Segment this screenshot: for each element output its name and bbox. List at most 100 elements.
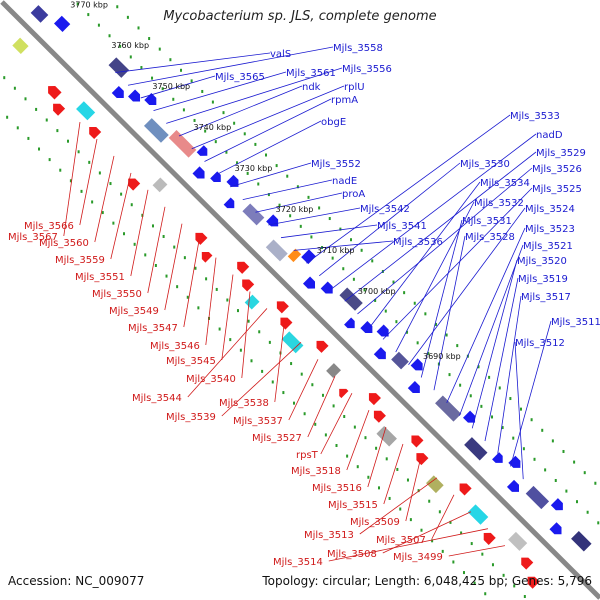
reverse-label-leader xyxy=(307,376,336,438)
forward-gene-block xyxy=(571,531,592,552)
forward-gene-label: rpmA xyxy=(331,95,358,106)
track-dot xyxy=(417,489,420,493)
forward-gene-label: Mjls_3552 xyxy=(311,159,361,170)
reverse-label-leader xyxy=(221,274,234,361)
forward-gene-label: Mjls_3532 xyxy=(474,198,524,209)
forward-gene-arrow xyxy=(302,276,316,289)
track-dot xyxy=(583,471,586,475)
forward-label-leader xyxy=(331,133,537,289)
track-dot xyxy=(533,457,536,461)
track-dot xyxy=(424,312,427,316)
track-dot xyxy=(501,426,504,430)
track-dot xyxy=(456,344,459,348)
track-dot xyxy=(300,372,303,376)
track-dot xyxy=(413,301,416,305)
forward-label-leader xyxy=(242,179,333,200)
reverse-gene-block xyxy=(426,475,444,494)
track-dot xyxy=(416,341,419,345)
track-dot xyxy=(384,309,387,313)
reverse-gene-arrow xyxy=(527,576,540,589)
track-dot xyxy=(154,263,157,267)
track-dot xyxy=(183,256,186,260)
forward-gene-block xyxy=(391,351,409,370)
forward-label-leader xyxy=(280,224,378,239)
track-dot xyxy=(396,467,399,471)
reverse-gene-block xyxy=(12,37,29,54)
track-dot xyxy=(16,126,19,130)
forward-gene-arrow xyxy=(463,410,476,423)
reverse-label-leader xyxy=(382,511,472,554)
forward-gene-block xyxy=(143,118,169,143)
reverse-gene-label: Mjls_3546 xyxy=(150,341,200,352)
forward-gene-arrow xyxy=(128,89,141,102)
kbp-tick-label: 3760 kbp xyxy=(111,41,149,50)
track-dot xyxy=(311,383,314,387)
reverse-gene-block xyxy=(281,331,304,354)
track-dot xyxy=(473,581,476,585)
forward-gene-label: valS xyxy=(270,49,291,60)
track-dot xyxy=(214,140,217,144)
track-dot xyxy=(233,121,236,125)
reverse-label-leader xyxy=(187,308,268,398)
forward-gene-arrow xyxy=(192,166,205,179)
track-dot xyxy=(586,510,589,514)
reverse-gene-arrow xyxy=(280,317,293,330)
track-dot xyxy=(371,259,374,263)
reverse-label-leader xyxy=(383,443,404,505)
track-dot xyxy=(225,150,228,154)
track-dot xyxy=(403,291,406,295)
forward-label-leader xyxy=(382,187,533,340)
track-dot xyxy=(459,383,462,387)
track-dot xyxy=(27,136,30,140)
forward-label-leader xyxy=(471,259,518,429)
forward-gene-label: obgE xyxy=(321,117,346,128)
kbp-tick-label: 3720 kbp xyxy=(276,205,314,214)
reverse-gene-arrow xyxy=(53,103,66,116)
forward-label-leader xyxy=(127,46,334,86)
reverse-gene-label: Mjls_3513 xyxy=(304,530,354,541)
kbp-tick-label: 3690 kbp xyxy=(423,352,461,361)
reverse-label-leader xyxy=(164,223,183,311)
reverse-label-leader xyxy=(448,545,506,557)
track-dot xyxy=(176,285,179,289)
forward-gene-arrow xyxy=(550,498,563,511)
track-dot xyxy=(144,253,147,257)
reverse-gene-arrow xyxy=(195,232,208,245)
reverse-gene-label: Mjls_3499 xyxy=(393,552,443,563)
track-dot xyxy=(481,552,484,556)
forward-gene-arrow xyxy=(196,145,208,156)
track-dot xyxy=(332,404,335,408)
reverse-gene-arrow xyxy=(368,393,381,406)
track-dot xyxy=(293,401,296,405)
forward-gene-arrow xyxy=(226,174,239,187)
reverse-gene-arrow xyxy=(521,557,534,570)
reverse-label-leader xyxy=(183,240,200,328)
track-dot xyxy=(243,132,246,136)
forward-gene-block xyxy=(30,5,49,23)
forward-gene-label: Mjls_3517 xyxy=(521,292,571,303)
track-dot xyxy=(80,189,83,193)
forward-gene-block xyxy=(301,249,317,265)
forward-gene-arrow xyxy=(111,85,124,98)
forward-gene-arrow xyxy=(360,321,373,334)
forward-label-leader xyxy=(420,219,463,378)
reverse-gene-arrow xyxy=(483,532,496,545)
reverse-gene-label: Mjls_3514 xyxy=(273,557,323,568)
forward-gene-block xyxy=(525,485,550,510)
track-dot xyxy=(509,397,512,401)
reverse-gene-block xyxy=(326,363,341,378)
forward-gene-label: ndk xyxy=(302,82,321,93)
kbp-tick-label: 3700 kbp xyxy=(358,287,396,296)
track-dot xyxy=(310,235,313,239)
track-dot xyxy=(24,97,27,101)
forward-label-leader xyxy=(484,277,519,442)
track-dot xyxy=(441,549,444,553)
genome-title: Mycobacterium sp. JLS, complete genome xyxy=(163,9,437,24)
track-dot xyxy=(385,457,388,461)
reverse-gene-arrow xyxy=(411,435,424,448)
forward-gene-arrow xyxy=(144,92,157,105)
forward-gene-block xyxy=(242,203,265,226)
reverse-gene-label: Mjls_3518 xyxy=(291,466,341,477)
forward-gene-label: Mjls_3556 xyxy=(342,64,392,75)
